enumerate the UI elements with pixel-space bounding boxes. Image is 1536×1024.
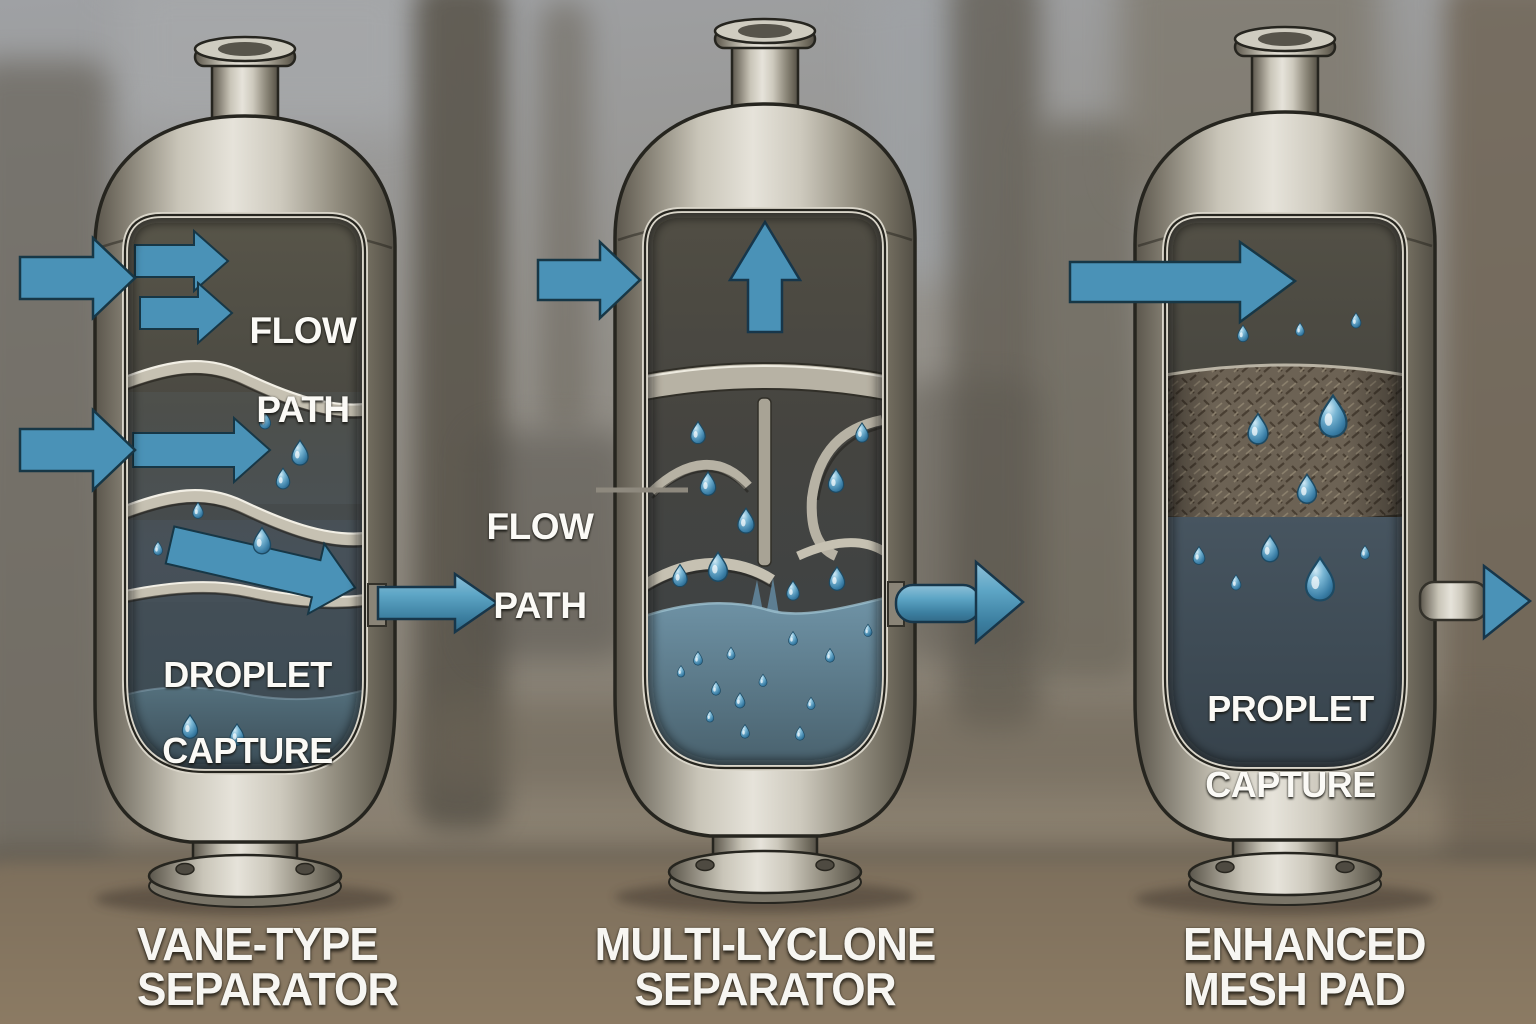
vessel-enhanced-mesh-pad: [1068, 25, 1533, 915]
liquid-pool: [125, 687, 365, 772]
inlet-arrow-icon: [18, 235, 137, 493]
up-arrow-icon: [727, 219, 803, 334]
flow-path-label: FLOW PATH: [486, 468, 594, 664]
base-skirt: [667, 826, 863, 904]
mesh-pad-internals: [1165, 215, 1405, 770]
blurred-structure: [470, 430, 630, 660]
blurred-tower: [540, 0, 590, 430]
flow-path-label-line1: FLOW: [249, 310, 357, 352]
base-skirt: [147, 832, 343, 908]
outlet-arrow-icon: [974, 559, 1025, 645]
caption-line1: MULTI-LYCLONE: [594, 918, 937, 970]
caption-line1: ENHANCED: [1183, 918, 1427, 970]
caption-multi-cyclone: MULTI-LYCLONE SEPARATOR: [573, 918, 957, 1015]
cutaway-window: [125, 215, 365, 772]
proplet-capture-line2: CAPTURE: [1205, 764, 1376, 806]
outlet-arrow-icon: [376, 571, 500, 635]
droplet-capture-line1: DROPLET: [163, 654, 332, 696]
proplet-capture-line1: PROPLET: [1207, 688, 1374, 730]
flow-path-label-line2: PATH: [256, 388, 350, 430]
droplet-capture-line2: CAPTURE: [162, 730, 333, 772]
outlet-arrow-shaft: [894, 583, 982, 624]
outlet: [1418, 563, 1533, 641]
top-nozzle: [1233, 25, 1337, 118]
caption-line2: MESH PAD: [1183, 962, 1406, 1015]
vessel-vane-type: [18, 35, 500, 915]
droplet-capture-label: DROPLET CAPTURE: [155, 618, 340, 809]
outlet-arrow-icon: [1482, 563, 1533, 641]
base-skirt: [1187, 830, 1383, 906]
caption-vane-type: VANE-TYPE SEPARATOR: [137, 918, 399, 1015]
flow-path-label-line1: FLOW: [486, 506, 594, 548]
caption-line1: VANE-TYPE: [137, 918, 379, 970]
inlet-arrow-icon: [1068, 239, 1298, 325]
inlet-arrow-icon: [536, 239, 642, 321]
blurred-tower: [1030, 120, 1140, 680]
tube-sheet-plate: [645, 362, 885, 402]
outlet: [887, 559, 1025, 645]
blurred-tower: [415, 0, 505, 830]
vessel-multi-cyclone: [536, 17, 1025, 913]
caption-line2: SEPARATOR: [634, 962, 896, 1015]
flow-arrow-icon: [132, 228, 357, 616]
top-nozzle: [193, 35, 297, 128]
caption-enhanced-mesh-pad: ENHANCED MESH PAD: [1183, 918, 1427, 1015]
outlet: [367, 571, 500, 635]
proplet-capture-label: PROPLET CAPTURE: [1198, 652, 1383, 843]
top-nozzle: [713, 17, 817, 114]
vane-plates: [125, 359, 365, 610]
flow-path-label: FLOW PATH: [248, 272, 358, 468]
liquid-splash: [750, 578, 779, 615]
caption-line2: SEPARATOR: [137, 962, 399, 1015]
flow-path-label-line2: PATH: [493, 584, 587, 626]
